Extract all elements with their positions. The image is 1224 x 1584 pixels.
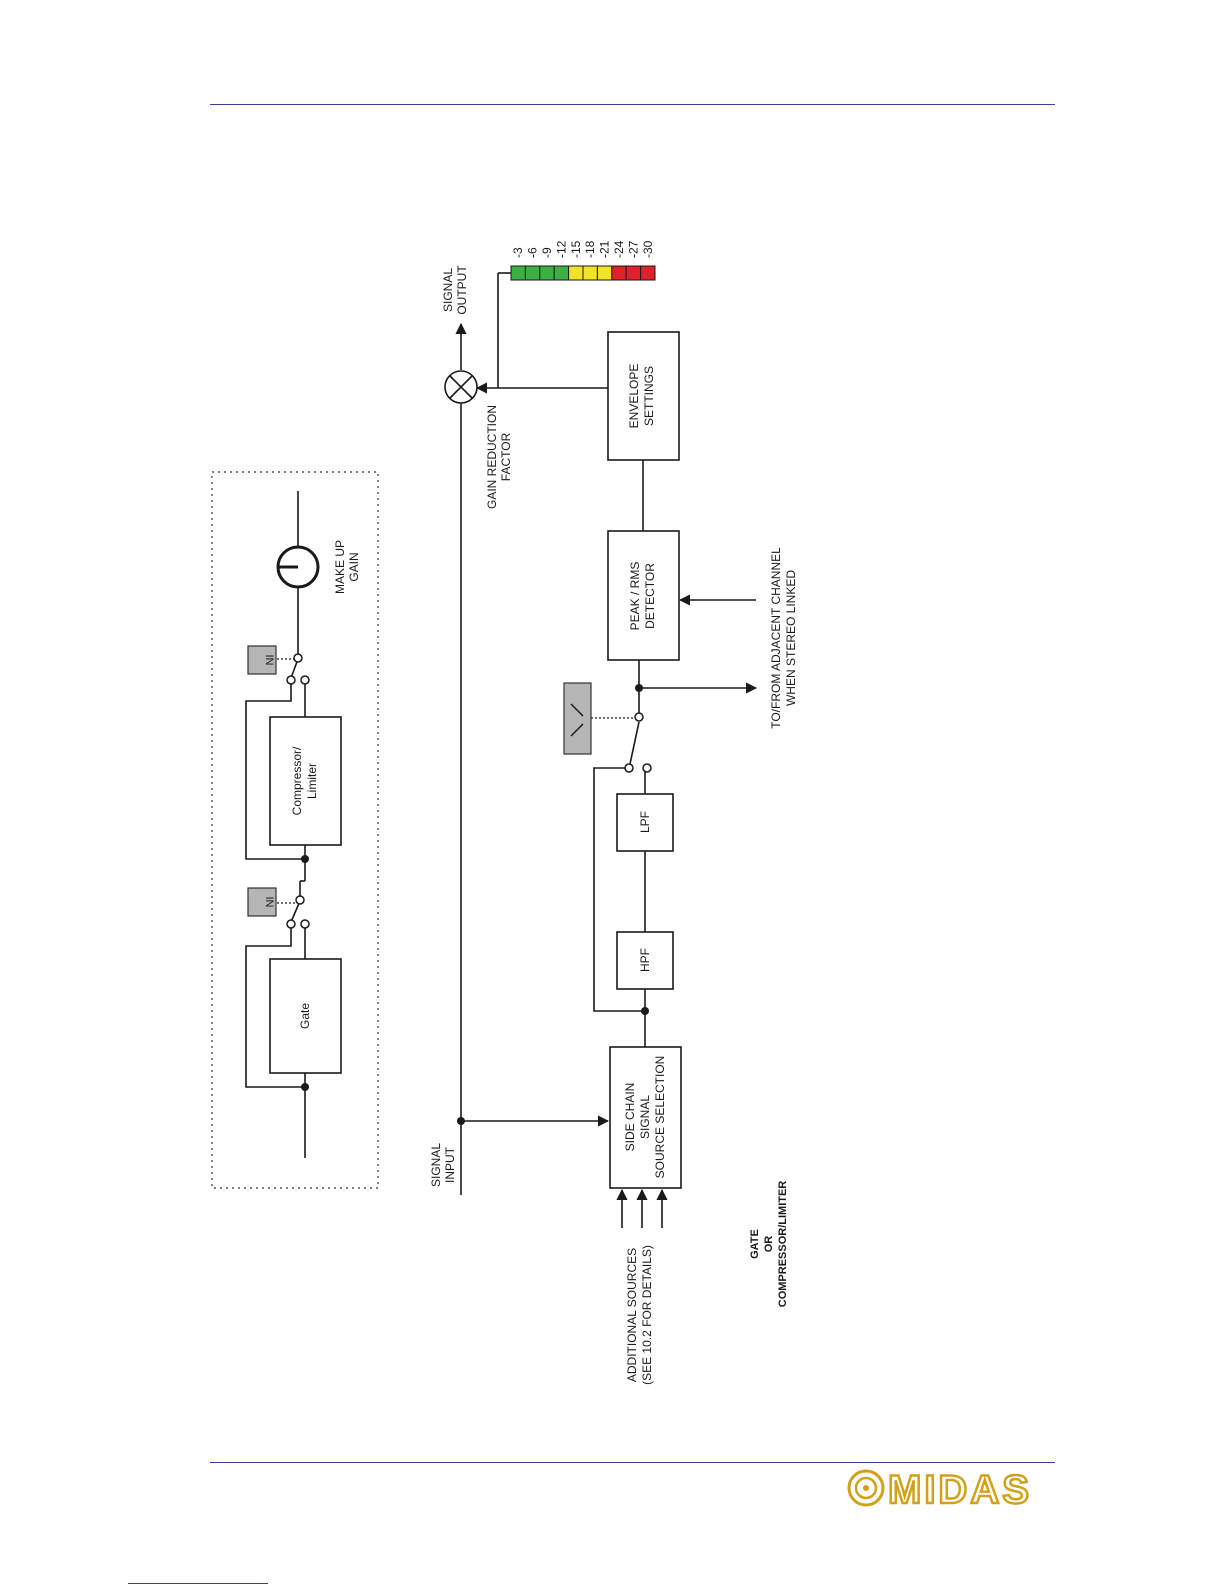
- gain-reduction-label-1: GAIN REDUCTION: [485, 405, 499, 509]
- footer-rule: [210, 1462, 1055, 1463]
- gate-block: [269, 958, 342, 1074]
- meter-tick-label: -24: [612, 240, 626, 258]
- compressor-in-label: IN: [263, 655, 275, 666]
- hpf-label: HPF: [638, 948, 652, 972]
- signal-output-label-1: SIGNAL: [441, 268, 455, 312]
- additional-sources-label-1: ADDITIONAL SOURCES: [625, 1248, 639, 1382]
- meter-tick-label: -3: [511, 247, 525, 258]
- lpf-label: LPF: [638, 811, 652, 833]
- mode-caption-1: GATE: [749, 1229, 761, 1259]
- lpf-block: [616, 793, 674, 852]
- makeup-gain-label-2: GAIN: [347, 552, 361, 581]
- inset-frame: [211, 471, 379, 1189]
- detector-label-1: PEAK / RMS: [628, 562, 642, 631]
- detector-block: [607, 530, 680, 661]
- envelope-label-2: SETTINGS: [642, 366, 656, 426]
- envelope-block: [607, 331, 680, 461]
- side-chain-label-2: SIGNAL: [638, 1095, 652, 1139]
- detector-label-2: DETECTOR: [643, 563, 657, 629]
- stereo-link-label-2: WHEN STEREO LINKED: [784, 570, 798, 706]
- stereo-link-label-1: TO/FROM ADJACENT CHANNEL: [769, 547, 783, 729]
- additional-sources-label-2: (SEE 10.2 FOR DETAILS): [640, 1245, 654, 1385]
- makeup-gain-label-1: MAKE UP: [333, 540, 347, 594]
- midas-logo: MIDAS: [847, 1467, 1032, 1513]
- side-chain-block: [609, 1046, 682, 1189]
- meter-tick-label: -12: [554, 240, 568, 258]
- signal-input-label-2: INPUT: [443, 1146, 457, 1183]
- envelope-label-1: ENVELOPE: [627, 364, 641, 429]
- mode-caption-3: COMPRESSOR/LIMITER: [777, 1181, 789, 1308]
- meter-tick-label: -6: [526, 247, 540, 258]
- compressor-label-1: Compressor/: [290, 746, 304, 815]
- meter-segment: [611, 265, 627, 281]
- gate-in-button[interactable]: IN: [247, 887, 277, 917]
- meter-tick-label: -21: [598, 240, 612, 258]
- meter-labels: -3-6-9-12-15-18-21-24-27-30: [511, 240, 655, 258]
- header-rule: [210, 104, 1055, 105]
- meter-tick-label: -9: [540, 247, 554, 258]
- midas-logo-text: MIDAS: [888, 1468, 1032, 1512]
- hpf-block: [616, 931, 674, 990]
- meter-segment: [625, 265, 642, 281]
- gate-in-label: IN: [263, 897, 275, 908]
- meter-segment: [510, 265, 526, 281]
- gain-reduction-label-2: FACTOR: [499, 432, 513, 481]
- mode-caption-2: OR: [763, 1236, 775, 1253]
- meter-segment: [596, 265, 613, 281]
- meter-tick-label: -27: [626, 240, 640, 258]
- meter-segment: [553, 265, 570, 281]
- filter-button[interactable]: [563, 682, 592, 755]
- meter-segment: [524, 265, 541, 281]
- gain-multiplier: [444, 370, 478, 404]
- meter-segment: [640, 265, 656, 281]
- makeup-gain-knob[interactable]: [276, 545, 320, 589]
- signal-output-label-2: OUTPUT: [455, 265, 469, 315]
- gate-label: Gate: [298, 1003, 312, 1029]
- meter-segment: [582, 265, 598, 281]
- compressor-label-2: Limiter: [305, 763, 319, 799]
- meter-tick-label: -15: [569, 240, 583, 258]
- signal-input-label-1: SIGNAL: [429, 1143, 443, 1187]
- side-chain-label-3: SOURCE SELECTION: [653, 1056, 667, 1179]
- gain-reduction-meter: [510, 265, 656, 281]
- compressor-block: [269, 716, 342, 846]
- meter-segment: [539, 265, 555, 281]
- meter-tick-label: -30: [641, 240, 655, 258]
- meter-tick-label: -18: [583, 240, 597, 258]
- compressor-in-button[interactable]: IN: [247, 645, 277, 675]
- meter-segment: [568, 265, 584, 281]
- side-chain-label-1: SIDE CHAIN: [623, 1083, 637, 1152]
